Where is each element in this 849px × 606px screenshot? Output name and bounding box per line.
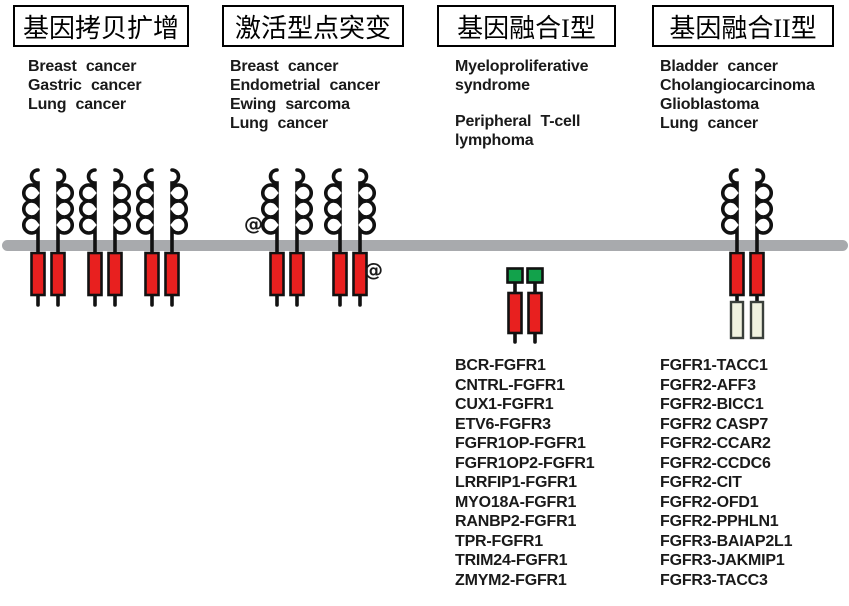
disease-item: Lung cancer <box>660 115 758 132</box>
fusion-gene-item: FGFR3-BAIAP2L1 <box>660 532 793 550</box>
disease-item: Cholangiocarcinoma <box>660 77 815 94</box>
fusion-gene-item: ZMYM2-FGFR1 <box>455 571 567 589</box>
fusion-gene-item: CUX1-FGFR1 <box>455 396 554 413</box>
cell-membrane-icon <box>2 240 848 251</box>
disease-list-fusion-type-1: Myeloproliferative syndrome Peripheral T… <box>455 57 625 167</box>
mutation-symbol-extracellular-icon: @ <box>244 213 263 235</box>
disease-item: Gastric cancer <box>28 77 142 94</box>
fusion-gene-item: BCR-FGFR1 <box>455 357 546 374</box>
fusion-gene-item: RANBP2-FGFR1 <box>455 513 577 530</box>
header-label: 激活型点突变 <box>234 13 391 43</box>
disease-item: Ewing sarcoma <box>230 96 350 113</box>
disease-list-fusion-type-2: Bladder cancer Cholangiocarcinoma Gliobl… <box>660 57 849 133</box>
disease-item: Lung cancer <box>28 96 126 113</box>
fusion-gene-item: TPR-FGFR1 <box>455 532 543 550</box>
fusion-gene-item: MYO18A-FGFR1 <box>455 493 577 511</box>
fusion-gene-item: ETV6-FGFR3 <box>455 415 551 433</box>
receptor-dimer-mutated-icon <box>323 168 377 307</box>
fusion-type1-dimer-icon <box>506 267 544 344</box>
mutation-symbol-kinase-icon: @ <box>364 259 383 281</box>
fusion-gene-item: FGFR1-TACC1 <box>660 357 768 374</box>
disease-item: Breast cancer <box>230 58 339 75</box>
disease-item: Lung cancer <box>230 115 328 132</box>
receptor-dimer-icon <box>135 168 189 307</box>
disease-item: Glioblastoma <box>660 96 759 113</box>
header-gene-fusion-type-2: 基因融合II型 <box>652 5 834 47</box>
fusion-gene-item: FGFR1OP-FGFR1 <box>455 435 586 452</box>
disease-item: Bladder cancer <box>660 58 778 75</box>
fusion-gene-item: FGFR1OP2-FGFR1 <box>455 454 595 472</box>
header-gene-fusion-type-1: 基因融合I型 <box>437 5 616 47</box>
header-gene-copy-amplification: 基因拷贝扩增 <box>13 5 189 47</box>
fusion-gene-list-type-1: BCR-FGFR1 CNTRL-FGFR1 CUX1-FGFR1 ETV6-FG… <box>455 356 595 590</box>
disease-list-point-mutation: Breast cancer Endometrial cancer Ewing s… <box>230 57 425 133</box>
fusion-gene-item: CNTRL-FGFR1 <box>455 376 565 394</box>
fusion-gene-item: TRIM24-FGFR1 <box>455 552 568 569</box>
fusion-gene-item: FGFR2-PPHLN1 <box>660 513 779 530</box>
receptor-dimer-icon <box>21 168 75 307</box>
header-label: 基因融合I型 <box>457 13 596 43</box>
header-label: 基因融合II型 <box>669 13 817 43</box>
fusion-gene-item: FGFR2-CIT <box>660 474 742 491</box>
fusion-gene-item: FGFR2-OFD1 <box>660 493 759 511</box>
header-activating-point-mutation: 激活型点突变 <box>222 5 404 47</box>
fusion-gene-list-type-2: FGFR1-TACC1 FGFR2-AFF3 FGFR2-BICC1 FGFR2… <box>660 356 793 590</box>
receptor-dimer-icon <box>78 168 132 307</box>
fusion-gene-item: FGFR3-JAKMIP1 <box>660 552 785 569</box>
disease-item: Peripheral T-cell lymphoma <box>455 113 581 149</box>
disease-item: Myeloproliferative syndrome <box>455 58 589 94</box>
header-label: 基因拷贝扩增 <box>22 13 179 43</box>
fusion-gene-item: FGFR2-BICC1 <box>660 396 764 413</box>
fusion-type2-dimer-icon <box>720 168 774 340</box>
disease-item: Breast cancer <box>28 58 137 75</box>
fusion-gene-item: FGFR2-CCDC6 <box>660 454 771 472</box>
fusion-gene-item: FGFR2-CCAR2 <box>660 435 771 452</box>
fusion-gene-item: LRRFIP1-FGFR1 <box>455 474 577 491</box>
receptor-dimer-mutated-icon <box>260 168 314 307</box>
disease-item: Endometrial cancer <box>230 77 380 94</box>
fusion-gene-item: FGFR3-TACC3 <box>660 571 768 589</box>
fusion-gene-item: FGFR2-AFF3 <box>660 376 756 394</box>
disease-list-amplification: Breast cancer Gastric cancer Lung cancer <box>28 57 213 114</box>
fusion-gene-item: FGFR2 CASP7 <box>660 415 769 433</box>
